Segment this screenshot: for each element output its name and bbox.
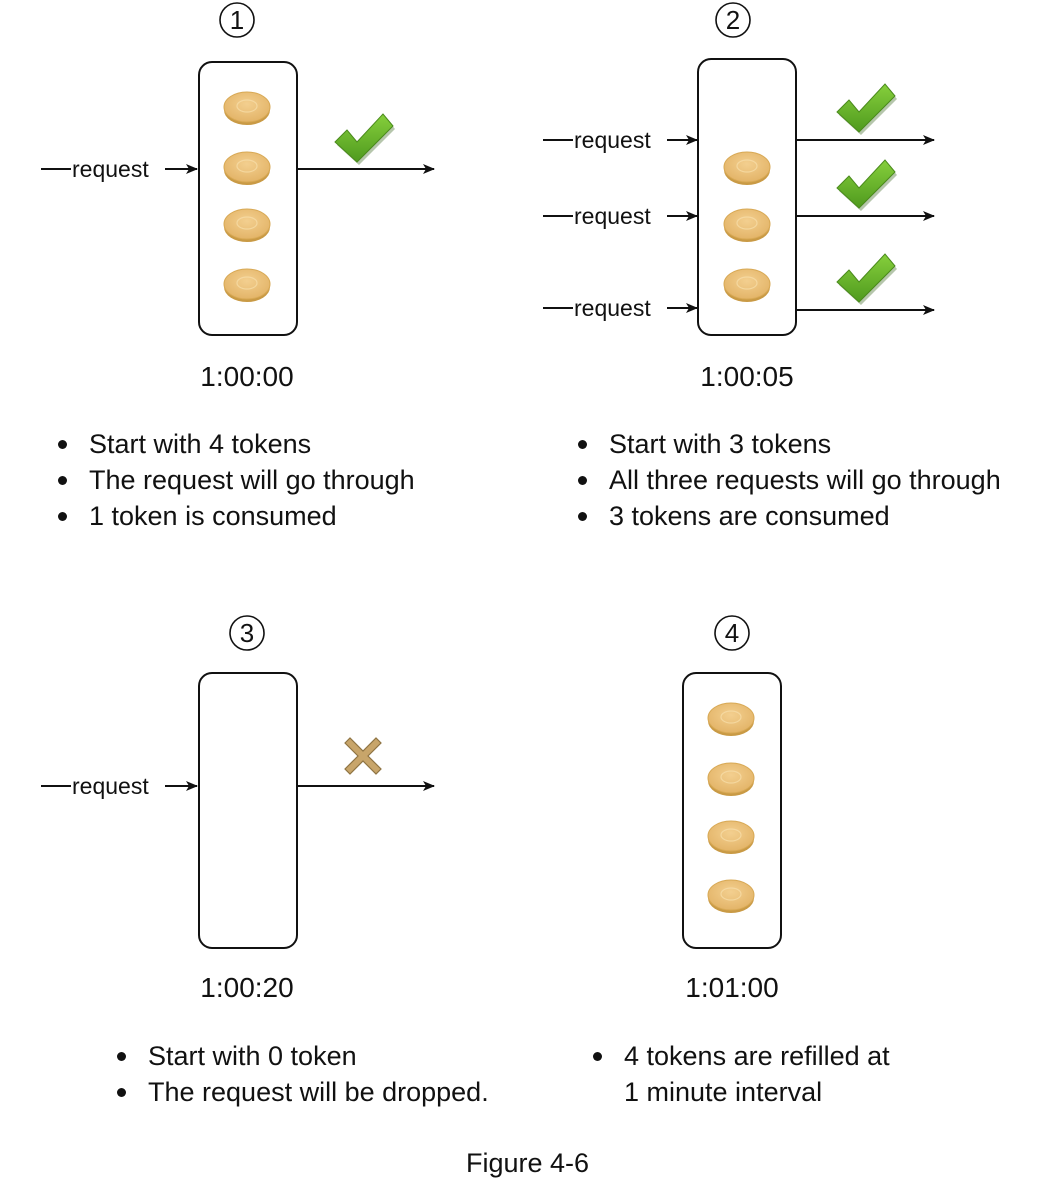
request-label: request: [72, 156, 149, 182]
panel-4-time: 1:01:00: [685, 972, 778, 1003]
bullet-item: 1 token is consumed: [56, 498, 415, 534]
panel-2-notes: Start with 3 tokens All three requests w…: [576, 426, 1001, 534]
token-coin-icon: [723, 151, 771, 186]
check-icon: [836, 159, 898, 212]
incoming-request-arrow: request: [41, 773, 198, 799]
token-bucket: [198, 61, 298, 336]
panel-2-time: 1:00:05: [700, 361, 793, 392]
panel-3-notes: Start with 0 token The request will be d…: [115, 1038, 489, 1110]
request-label: request: [72, 773, 149, 799]
bullet-item: 4 tokens are refilled at: [591, 1038, 890, 1074]
panel-4: 4 1:01:00: [682, 615, 782, 1003]
token-coin-icon: [707, 762, 755, 797]
token-coin-icon: [223, 91, 271, 126]
cross-icon: [344, 737, 382, 775]
panel-3-number-badge: 3: [229, 615, 265, 651]
empty-token-bucket: [198, 672, 298, 949]
token-coin-icon: [723, 268, 771, 303]
incoming-request-arrow: request: [543, 127, 698, 153]
token-bucket: [697, 58, 797, 336]
token-bucket: [682, 672, 782, 949]
token-coin-icon: [723, 208, 771, 243]
token-coin-icon: [707, 879, 755, 914]
request-label: request: [574, 127, 651, 153]
incoming-request-arrow: request: [543, 203, 698, 229]
panel-4-notes: 4 tokens are refilled at 1 minute interv…: [591, 1038, 890, 1110]
token-coin-icon: [707, 702, 755, 737]
incoming-request-arrow: request: [543, 295, 698, 321]
panel-4-number-badge: 4: [714, 615, 750, 651]
check-icon: [836, 83, 898, 136]
check-icon: [334, 113, 396, 166]
panel-3-number: 3: [240, 618, 254, 648]
panel-4-number: 4: [725, 618, 739, 648]
panel-1-number-badge: 1: [219, 2, 255, 38]
request-label: request: [574, 203, 651, 229]
request-label: request: [574, 295, 651, 321]
panel-3-time: 1:00:20: [200, 972, 293, 1003]
panel-1-time: 1:00:00: [200, 361, 293, 392]
panel-2: 2 request request request 1:00:05: [543, 2, 935, 392]
token-bucket-diagram: 1 request 1:00:00 2 request: [41, 2, 935, 1003]
token-coin-icon: [223, 208, 271, 243]
panel-2-number: 2: [726, 5, 740, 35]
bullet-item: The request will go through: [56, 462, 415, 498]
bullet-item: Start with 4 tokens: [56, 426, 415, 462]
panel-1-number: 1: [230, 5, 244, 35]
panel-1: 1 request 1:00:00: [41, 2, 435, 392]
token-coin-icon: [707, 820, 755, 855]
incoming-request-arrow: request: [41, 156, 198, 182]
bullet-item: The request will be dropped.: [115, 1074, 489, 1110]
panel-3: 3 request 1:00:20: [41, 615, 435, 1003]
bullet-item-continuation: 1 minute interval: [624, 1077, 823, 1107]
panel-1-notes: Start with 4 tokens The request will go …: [56, 426, 415, 534]
figure-caption: Figure 4-6: [465, 1148, 590, 1178]
token-coin-icon: [223, 151, 271, 186]
bullet-item: All three requests will go through: [576, 462, 1001, 498]
bullet-item: Start with 0 token: [115, 1038, 489, 1074]
bullet-item: 3 tokens are consumed: [576, 498, 1001, 534]
token-coin-icon: [223, 268, 271, 303]
panel-2-number-badge: 2: [715, 2, 751, 38]
bullet-item: Start with 3 tokens: [576, 426, 1001, 462]
check-icon: [836, 253, 898, 306]
